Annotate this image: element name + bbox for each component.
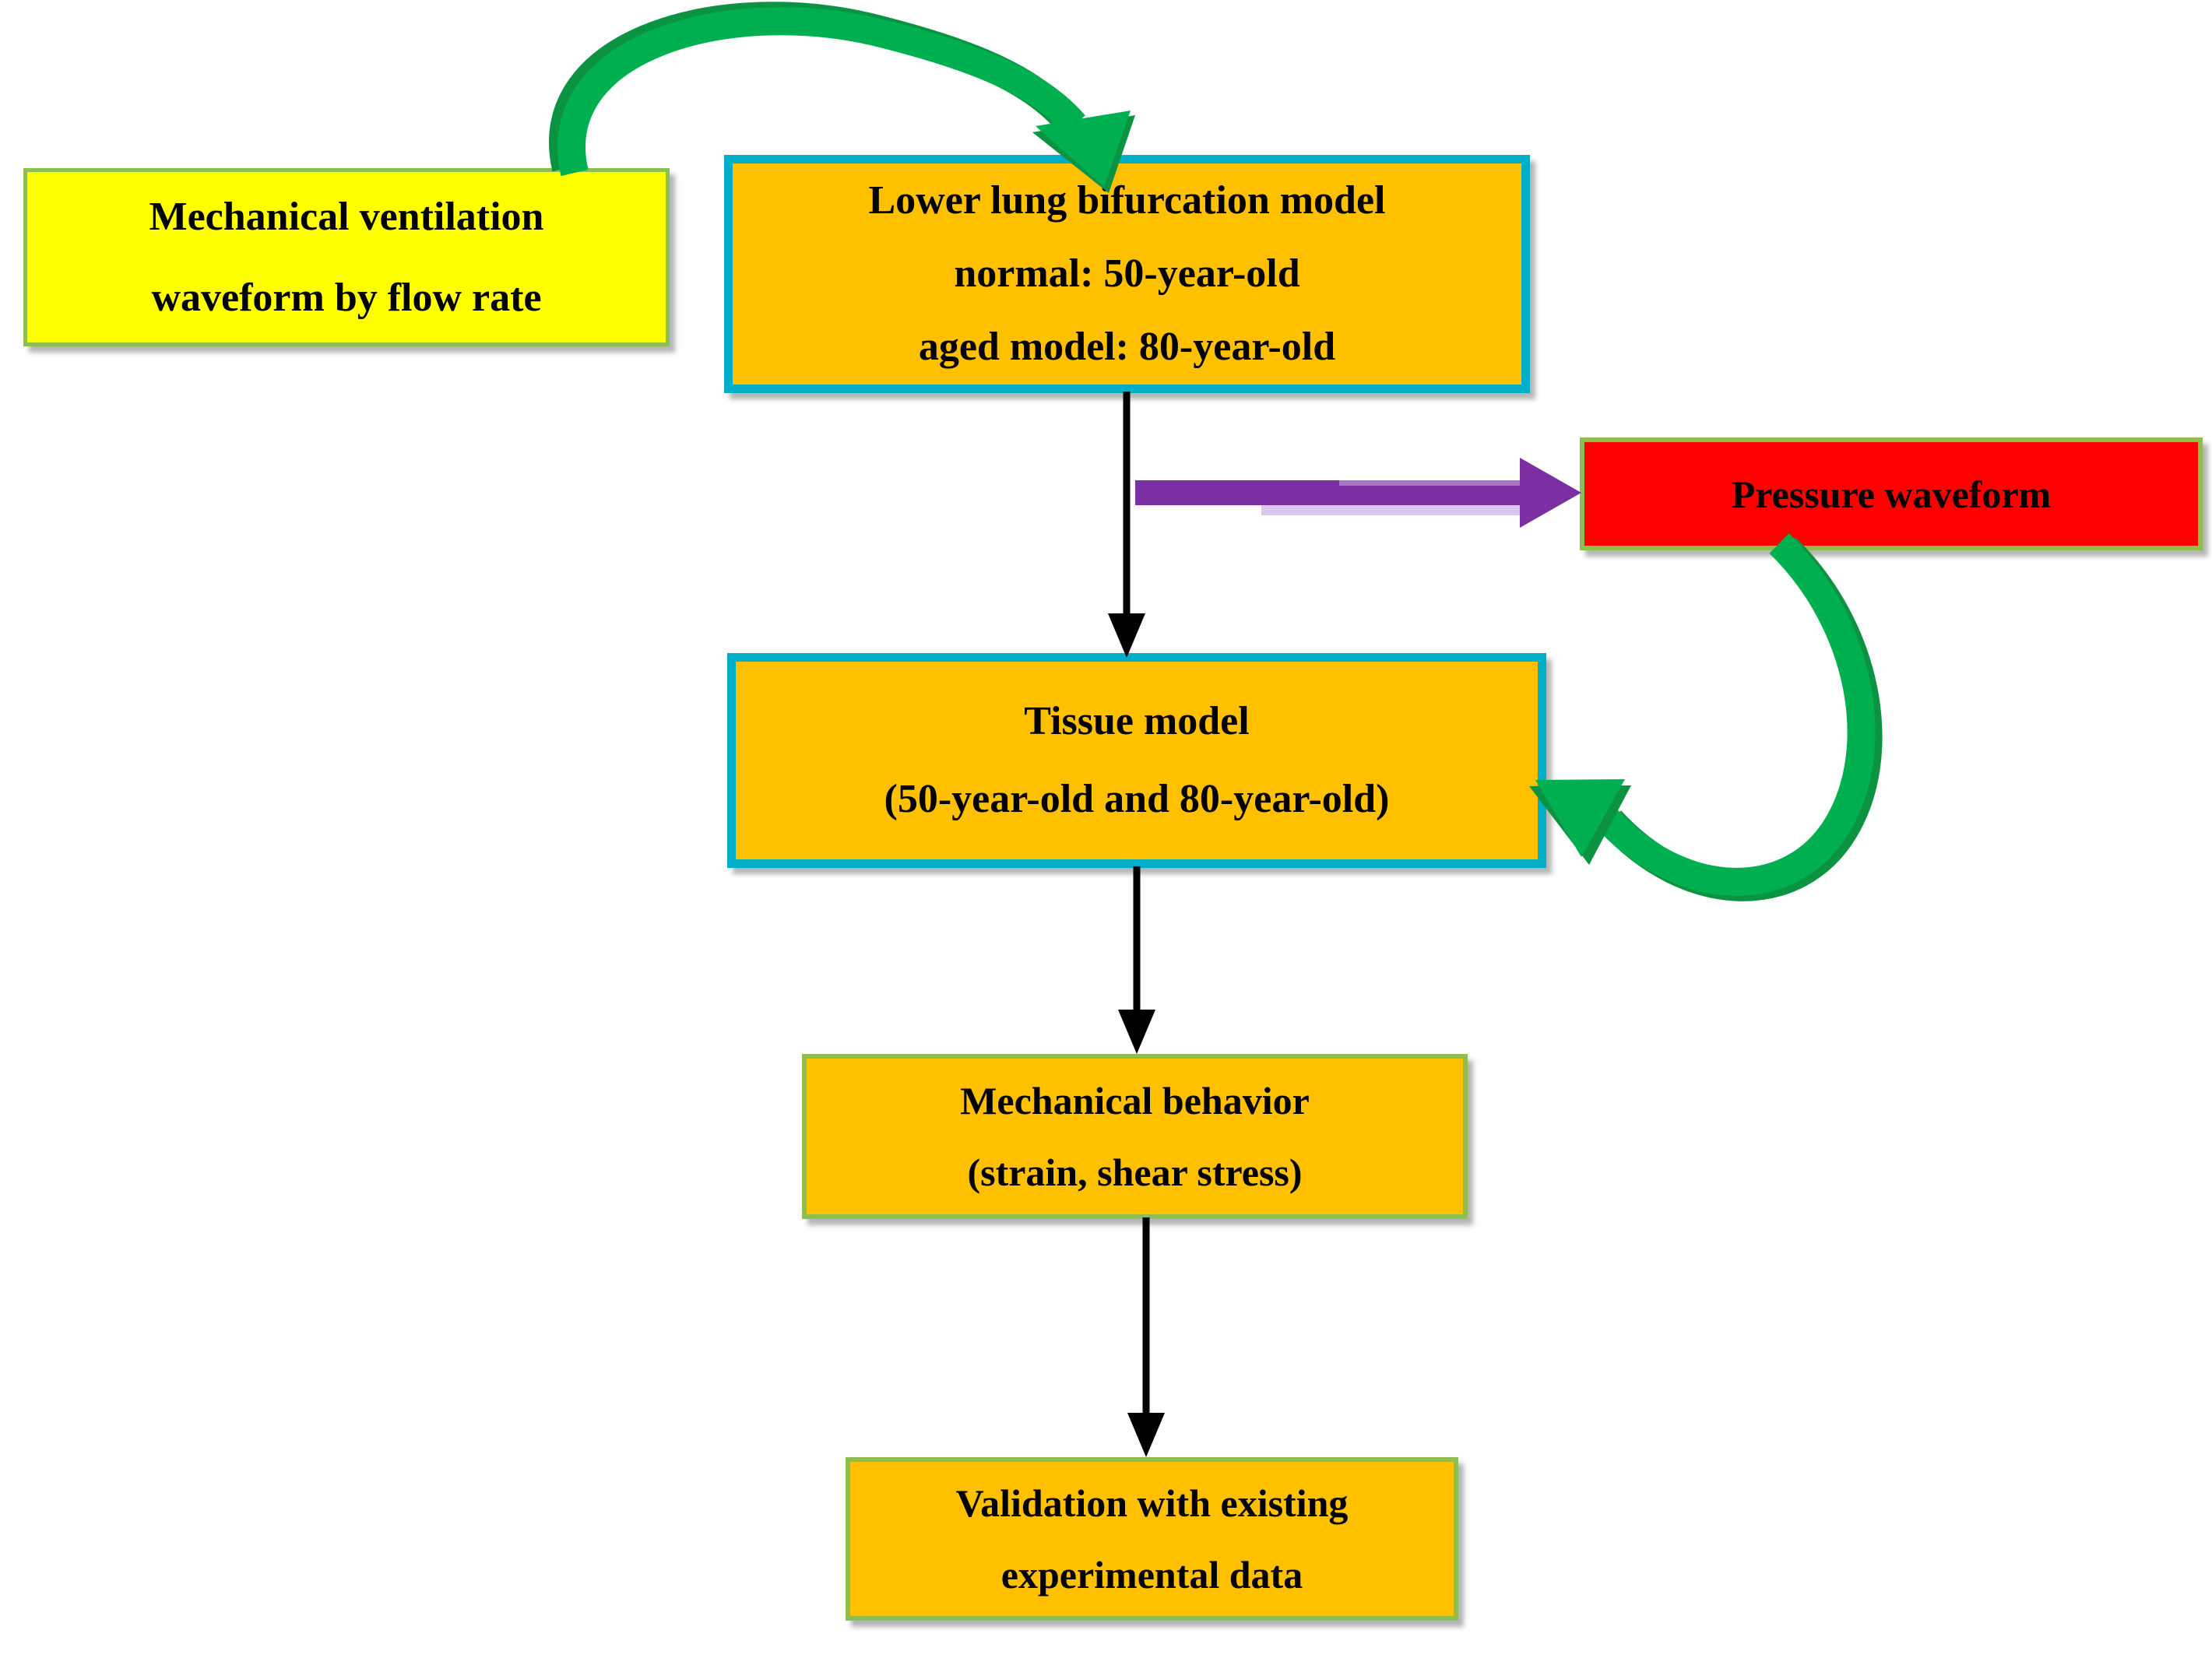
box-validation-line1: Validation with existing: [955, 1481, 1349, 1525]
model-to-pressure-arrow: [1135, 458, 1581, 528]
tissue-to-behavior-arrow: [1118, 866, 1155, 1054]
box-pressure-waveform: Pressure waveform: [1580, 437, 2203, 550]
behavior-to-validation-arrow: [1127, 1217, 1165, 1457]
box-mechanical-ventilation-line2: waveform by flow rate: [151, 275, 542, 320]
box-tissue-model-line1: Tissue model: [1024, 699, 1250, 743]
box-lower-lung-line3: aged model: 80-year-old: [918, 325, 1336, 369]
box-tissue-model-line2: (50-year-old and 80-year-old): [884, 777, 1390, 821]
box-mechanical-ventilation-line1: Mechanical ventilation: [149, 194, 544, 239]
box-lower-lung-line1: Lower lung bifurcation model: [868, 178, 1386, 223]
box-mechanical-behavior-line2: (strain, shear stress): [967, 1150, 1303, 1194]
box-mechanical-behavior-line1: Mechanical behavior: [960, 1079, 1310, 1122]
box-pressure-waveform-line1: Pressure waveform: [1731, 472, 2052, 516]
box-mechanical-behavior: Mechanical behavior (strain, shear stres…: [802, 1054, 1468, 1219]
pressure-to-tissue-arrow: [1529, 533, 1883, 901]
model-to-tissue-arrow: [1108, 392, 1145, 658]
box-validation: Validation with existing experimental da…: [846, 1457, 1458, 1621]
box-tissue-model: Tissue model (50-year-old and 80-year-ol…: [727, 653, 1546, 868]
box-mechanical-ventilation: Mechanical ventilation waveform by flow …: [23, 168, 670, 346]
box-validation-line2: experimental data: [1000, 1553, 1303, 1597]
box-lower-lung-line2: normal: 50-year-old: [954, 251, 1300, 296]
box-lower-lung-bifurcation-model: Lower lung bifurcation model normal: 50-…: [724, 155, 1530, 393]
